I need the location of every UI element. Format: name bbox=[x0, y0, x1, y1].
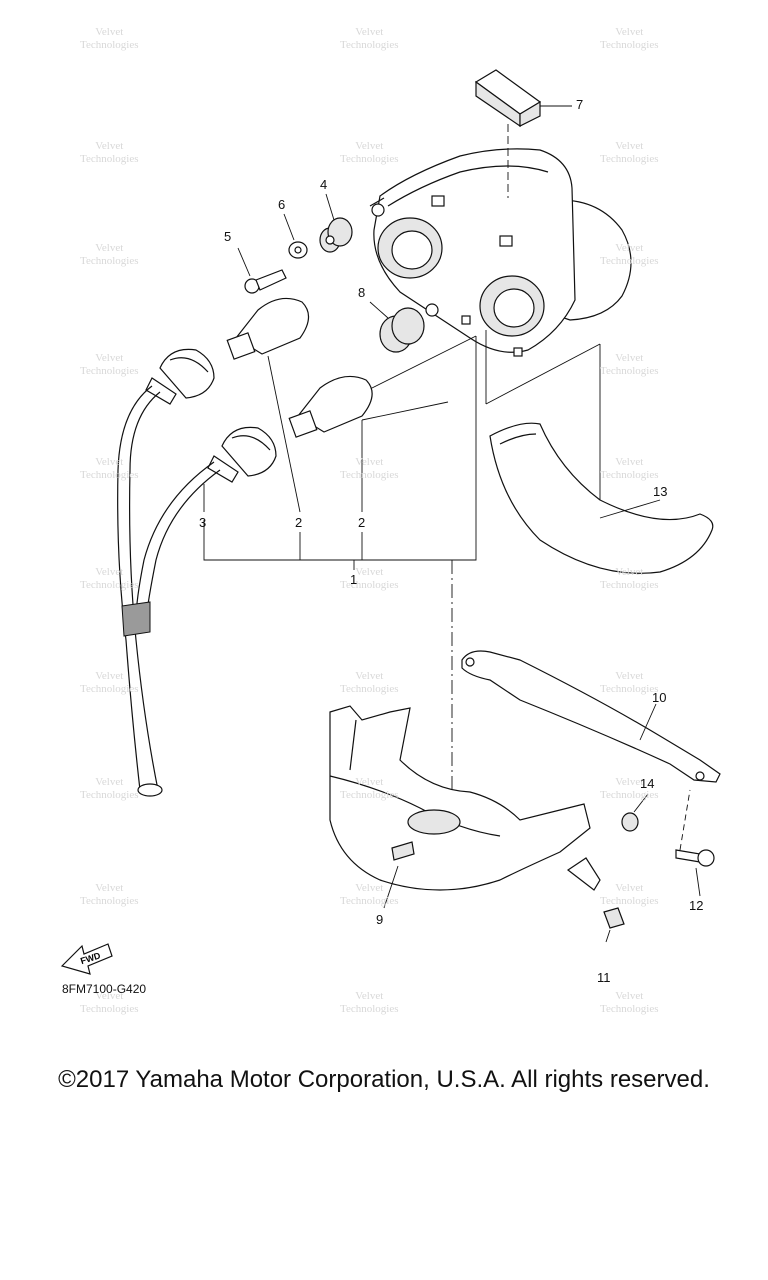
callout-13: 13 bbox=[653, 484, 668, 499]
part-13-cover bbox=[489, 422, 714, 574]
part-4-grommet bbox=[319, 193, 353, 253]
callout-12: 12 bbox=[689, 898, 704, 913]
part-12-bolt bbox=[675, 789, 715, 897]
part-3-socket-cord bbox=[117, 348, 277, 797]
part-11-clip bbox=[566, 857, 625, 943]
callout-14: 14 bbox=[640, 776, 655, 791]
callout-5: 5 bbox=[224, 229, 232, 244]
fwd-arrow-icon: FWD bbox=[60, 943, 113, 975]
callout-11: 11 bbox=[597, 970, 611, 985]
part-2-bulbs bbox=[226, 297, 373, 438]
callout-7: 7 bbox=[576, 97, 584, 112]
part-6-washer bbox=[283, 213, 308, 259]
callout-3: 3 bbox=[199, 515, 207, 530]
part-5-screw bbox=[237, 247, 287, 294]
part-14-nut bbox=[621, 793, 649, 832]
callout-1: 1 bbox=[350, 572, 358, 587]
fasteners-bottom bbox=[566, 789, 715, 943]
part-8-grommet bbox=[369, 301, 425, 353]
callout-4: 4 bbox=[320, 177, 328, 192]
fasteners-top bbox=[237, 193, 425, 353]
headlight-housing bbox=[369, 148, 632, 357]
callout-2: 2 bbox=[295, 515, 303, 530]
callout-2: 2 bbox=[358, 515, 366, 530]
part-9-lower-case bbox=[329, 705, 591, 909]
callout-6: 6 bbox=[278, 197, 286, 212]
callout-10: 10 bbox=[652, 690, 667, 705]
leader-lines bbox=[203, 124, 601, 790]
callout-9: 9 bbox=[376, 912, 384, 927]
part-7-foam-pad bbox=[474, 69, 572, 128]
exploded-view-drawing: FWD bbox=[60, 69, 721, 975]
copyright-notice: ©2017 Yamaha Motor Corporation, U.S.A. A… bbox=[58, 1066, 710, 1093]
part-10-bracket bbox=[461, 650, 721, 783]
callout-8: 8 bbox=[358, 285, 366, 300]
diagram-code: 8FM7100-G420 bbox=[62, 982, 147, 996]
